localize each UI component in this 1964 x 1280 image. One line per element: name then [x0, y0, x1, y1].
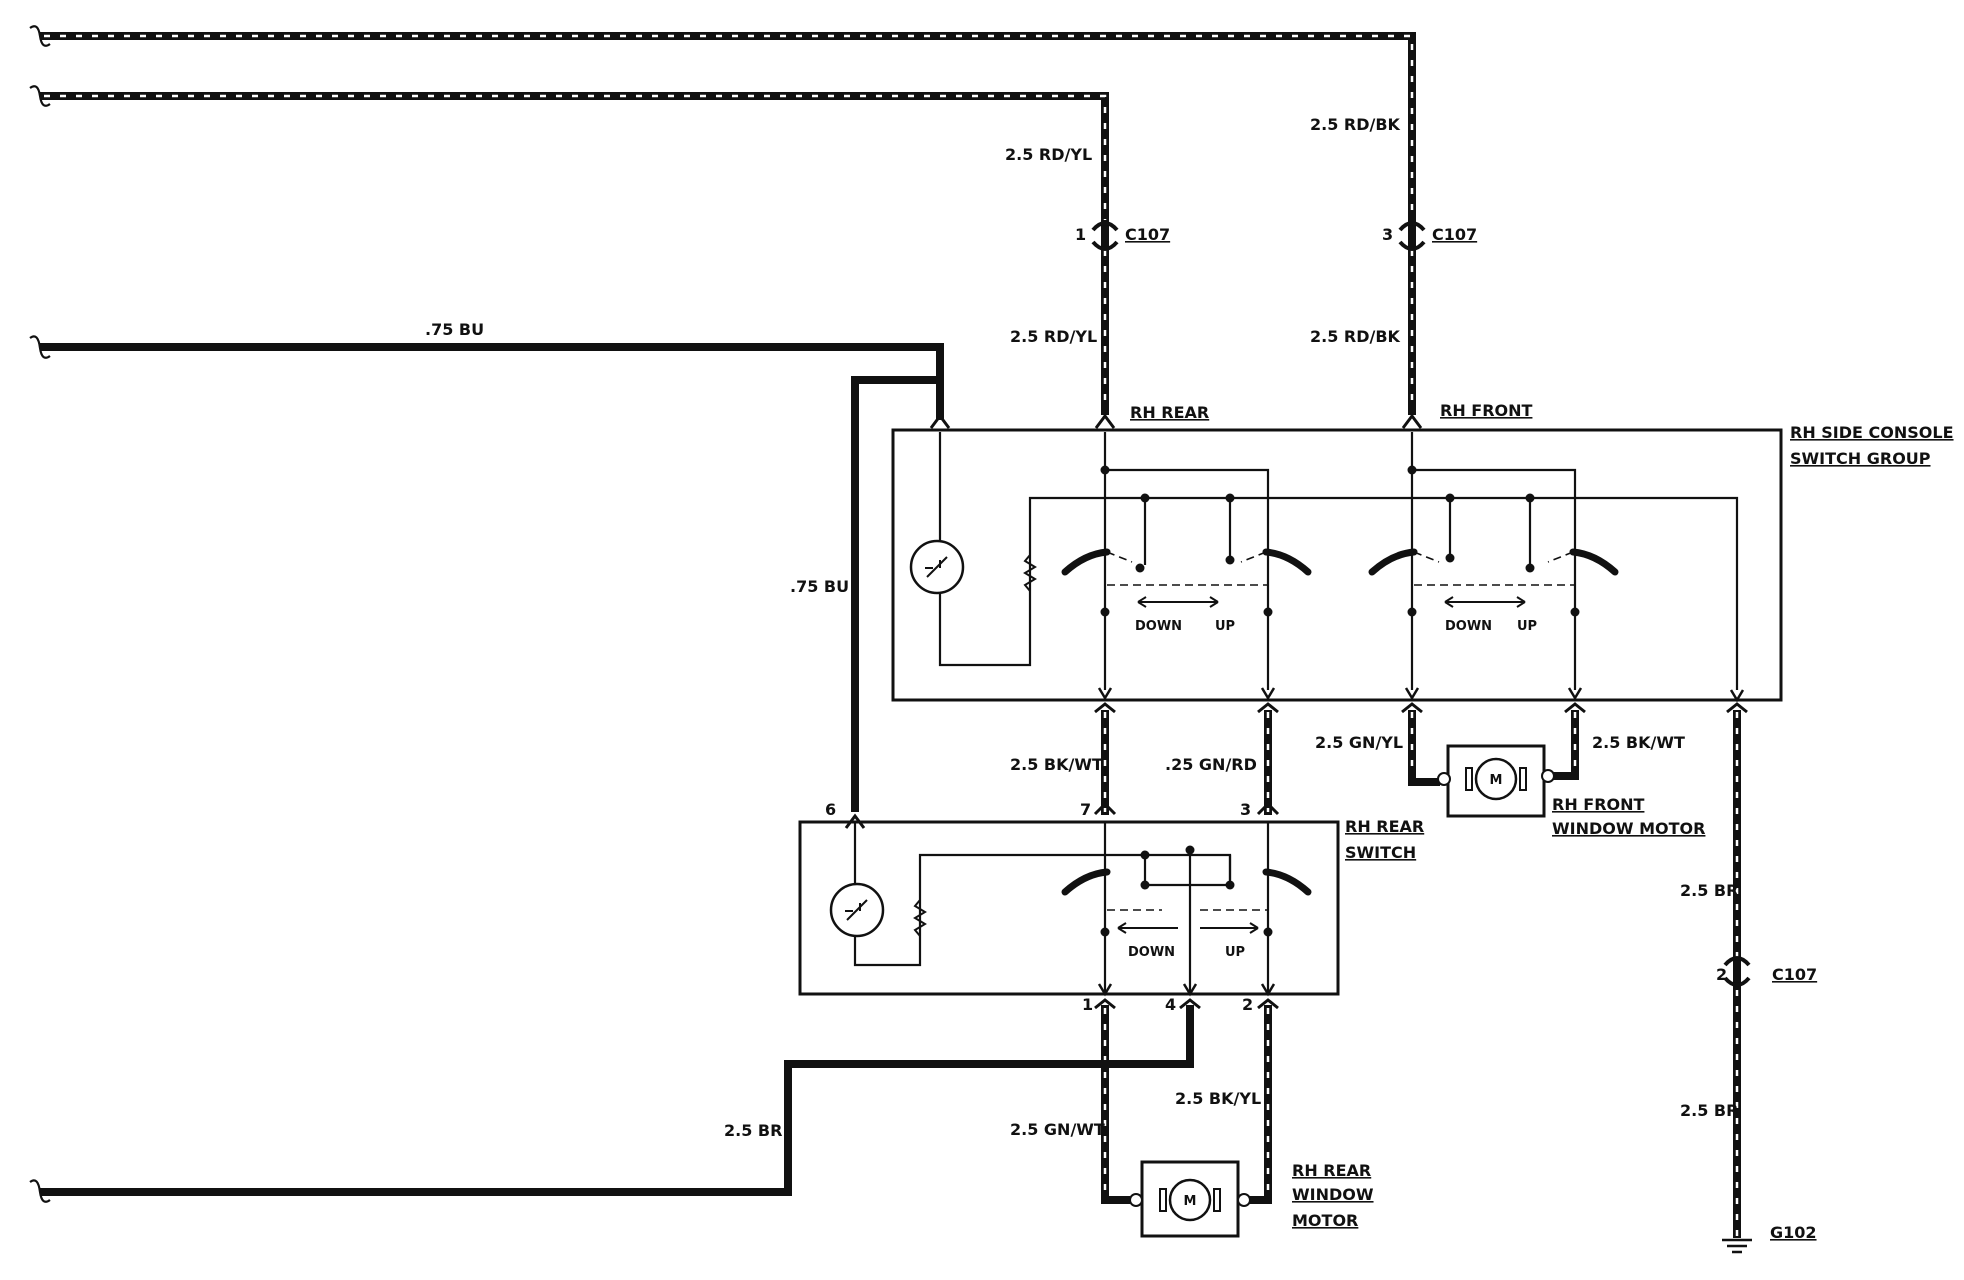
console-rear-down: DOWN — [1135, 619, 1182, 634]
label-gn-wt: 2.5 GN/WT — [1010, 1120, 1105, 1139]
label-rd-yl-upper: 2.5 RD/YL — [1005, 145, 1092, 164]
c107-label-1: C107 — [1125, 225, 1170, 244]
wire-bk-wt-left — [1093, 702, 1117, 816]
c107-connector-1 — [1091, 221, 1119, 251]
label-rh-rear-terminal: RH REAR — [1130, 403, 1209, 422]
label-bk-wt-right: 2.5 BK/WT — [1592, 733, 1685, 752]
console-front-up: UP — [1517, 619, 1537, 634]
label-front-motor-1: RH FRONT — [1552, 795, 1645, 814]
pin-1: 1 — [1082, 995, 1093, 1014]
wire-bk-yl — [1248, 998, 1279, 1204]
label-gn-rd: .25 GN/RD — [1165, 755, 1257, 774]
console-front-down: DOWN — [1445, 619, 1492, 634]
label-gn-yl: 2.5 GN/YL — [1315, 733, 1403, 752]
console-front-switch — [1368, 432, 1619, 701]
rear-switch-up: UP — [1225, 945, 1245, 960]
wire-break-marks — [29, 25, 51, 1203]
wire-gn-rd — [1256, 702, 1280, 816]
label-bu-top: .75 BU — [425, 320, 484, 339]
label-rear-motor-1: RH REAR — [1292, 1161, 1371, 1180]
rear-window-motor: M — [1129, 1160, 1251, 1238]
rear-switch-internals — [1061, 822, 1312, 997]
front-motor-symbol: M — [1490, 773, 1503, 788]
wire-gn-yl — [1401, 702, 1440, 786]
wire-rd-yl-feed — [40, 92, 1109, 415]
label-rear-motor-3: MOTOR — [1292, 1211, 1358, 1230]
label-bu-side: .75 BU — [790, 577, 849, 596]
rear-switch-down: DOWN — [1128, 945, 1175, 960]
wire-rd-bk-feed — [40, 32, 1416, 415]
rear-switch-lamp — [829, 822, 1232, 967]
label-rd-bk-lower: 2.5 RD/BK — [1310, 327, 1401, 346]
label-br-left: 2.5 BR — [724, 1121, 782, 1140]
label-rear-motor-2: WINDOW — [1292, 1185, 1374, 1204]
wire-br-ground — [1723, 702, 1751, 1238]
label-rear-switch-1: RH REAR — [1345, 817, 1424, 836]
label-rear-switch-2: SWITCH — [1345, 843, 1416, 862]
label-rd-bk-upper: 2.5 RD/BK — [1310, 115, 1401, 134]
pin-4: 4 — [1165, 995, 1176, 1014]
console-terminal-arrows — [929, 413, 1423, 429]
c107-connector-3 — [1398, 221, 1426, 251]
label-front-motor-2: WINDOW MOTOR — [1552, 819, 1705, 838]
label-br-right-upper: 2.5 BR — [1680, 881, 1738, 900]
rear-switch-terminal-arrows — [844, 813, 866, 829]
front-window-motor: M — [1437, 744, 1555, 818]
wire-bk-wt-right — [1552, 702, 1586, 780]
label-ground: G102 — [1770, 1223, 1817, 1242]
c107-pin-1: 1 — [1075, 225, 1086, 244]
c107-pin-2: 2 — [1716, 965, 1727, 984]
ground-symbol — [1722, 1238, 1752, 1254]
label-rh-front-terminal: RH FRONT — [1440, 401, 1533, 420]
console-lamp — [909, 432, 1745, 703]
wire-gn-wt — [1094, 998, 1130, 1204]
pin-7: 7 — [1080, 800, 1091, 819]
rear-motor-symbol: M — [1184, 1194, 1197, 1209]
label-console-line1: RH SIDE CONSOLE — [1790, 423, 1954, 442]
label-bk-yl: 2.5 BK/YL — [1175, 1089, 1261, 1108]
label-rd-yl-lower: 2.5 RD/YL — [1010, 327, 1097, 346]
wire-br-left — [40, 998, 1201, 1196]
pin-2: 2 — [1242, 995, 1253, 1014]
wire-bu — [40, 343, 944, 812]
label-bk-wt-left: 2.5 BK/WT — [1010, 755, 1103, 774]
c107-label-3: C107 — [1432, 225, 1477, 244]
rear-switch-box — [798, 820, 1340, 996]
label-console-line2: SWITCH GROUP — [1790, 449, 1931, 468]
c107-label-2: C107 — [1772, 965, 1817, 984]
pin-3: 3 — [1240, 800, 1251, 819]
label-br-right-lower: 2.5 BR — [1680, 1101, 1738, 1120]
c107-pin-3: 3 — [1382, 225, 1393, 244]
console-rear-up: UP — [1215, 619, 1235, 634]
console-rear-switch — [1061, 432, 1312, 701]
pin-6: 6 — [825, 800, 836, 819]
console-switch-group-box — [891, 428, 1783, 702]
